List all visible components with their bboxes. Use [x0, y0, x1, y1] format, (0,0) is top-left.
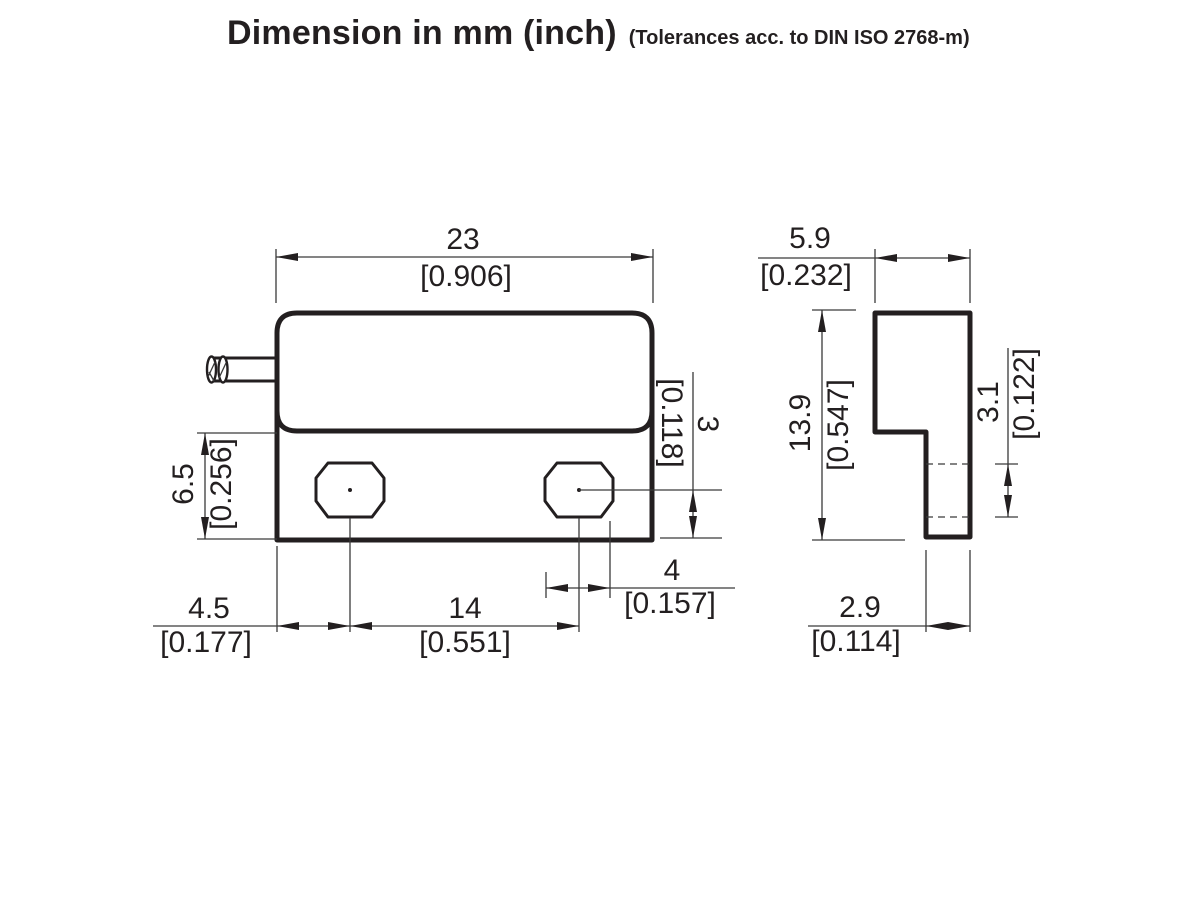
dim-flange-height-inch: [0.256] [205, 438, 238, 530]
dim-edge-to-hole-inch: [0.177] [160, 626, 252, 659]
dim-flange-height-mm: 6.5 [167, 463, 200, 505]
dim-depth-inch: [0.232] [760, 259, 852, 292]
dim-hole-center-to-bottom-inch: [0.118] [655, 378, 688, 468]
dim-body-width-inch: [0.906] [420, 260, 512, 293]
hidden-hole-lines [926, 463, 970, 518]
dim-depth-mm: 5.9 [789, 222, 831, 255]
dim-hidden-hole-inch: [0.122] [1008, 348, 1041, 440]
title-text: Dimension in mm (inch) [227, 14, 617, 52]
dim-body-width-mm: 23 [446, 223, 480, 256]
side-dimension-lines [758, 249, 1018, 632]
dim-hole-center-to-bottom-mm: 3 [691, 415, 724, 433]
side-profile-outline [872, 310, 973, 540]
front-dimension-lines [153, 249, 735, 632]
dim-hole-spacing-mm: 14 [448, 592, 482, 625]
dim-foot-depth-inch: [0.114] [811, 625, 901, 658]
dim-edge-to-hole-mm: 4.5 [188, 592, 230, 625]
dim-height-inch: [0.547] [822, 379, 855, 471]
dim-hole-width-inch: [0.157] [624, 587, 716, 620]
dim-hole-width-mm: 4 [663, 554, 681, 587]
dim-hole-spacing-inch: [0.551] [419, 626, 511, 659]
front-view [153, 249, 735, 632]
tolerance-note: (Tolerances acc. to DIN ISO 2768-m) [628, 27, 970, 49]
cable-stub [205, 355, 277, 384]
dim-height-mm: 13.9 [784, 393, 817, 453]
hole-left-center-dot [348, 488, 352, 492]
dim-foot-depth-mm: 2.9 [839, 591, 881, 624]
dim-hidden-hole-mm: 3.1 [972, 381, 1005, 423]
side-view [758, 249, 1018, 632]
page-title: Dimension in mm (inch) (Tolerances acc. … [227, 14, 970, 53]
front-cap-bottom-edge [274, 410, 655, 434]
